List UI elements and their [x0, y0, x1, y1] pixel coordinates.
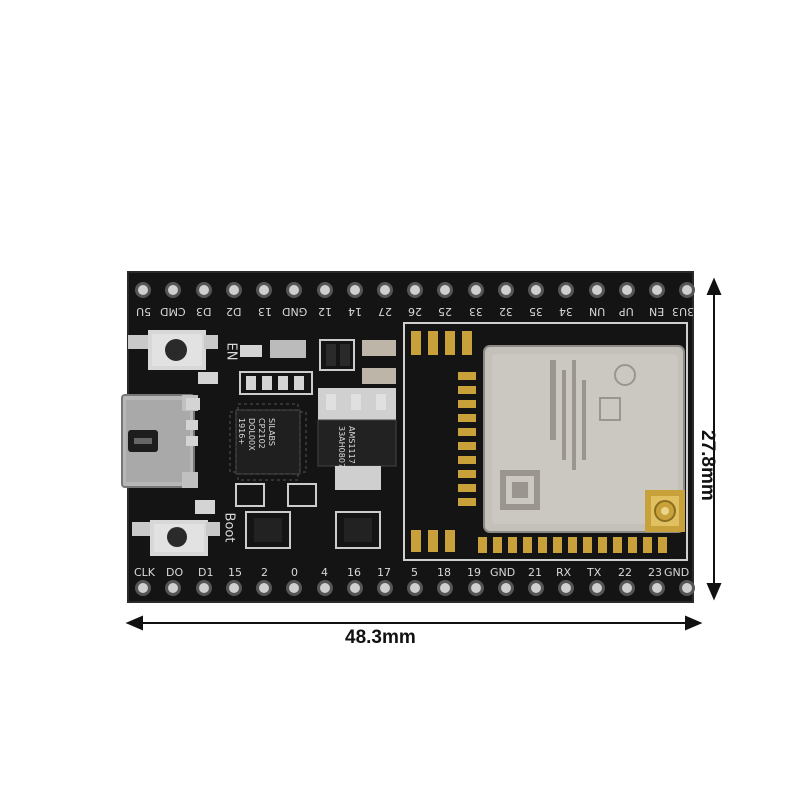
top-pin-label-32: 32	[499, 305, 513, 318]
top-pin-label-5u: 5U	[136, 305, 152, 318]
bottom-pin-label-gnd-1: GND	[490, 566, 516, 579]
top-pin-label-27: 27	[378, 305, 392, 318]
bottom-pin-label-do: DO	[166, 566, 184, 579]
cp2102-line-3: DOL00X	[247, 418, 256, 451]
bottom-pin-label-17: 17	[377, 566, 391, 579]
bottom-pin-label-gnd-2: GND	[664, 566, 690, 579]
shield-markings	[500, 360, 636, 510]
top-pin-label-33: 33	[469, 305, 483, 318]
width-label: 48.3mm	[345, 627, 416, 648]
cp2102-line-2: CP2102	[257, 418, 266, 449]
top-pin-label-25: 25	[438, 305, 452, 318]
top-pin-label-gnd: GND	[282, 305, 308, 318]
width-dimension-arrow	[125, 615, 703, 631]
top-pin-label-12: 12	[318, 305, 332, 318]
bottom-pin-header	[135, 580, 695, 596]
boot-label: Boot	[221, 512, 237, 543]
bottom-pin-label-2: 2	[261, 566, 268, 579]
smd-components	[186, 339, 396, 549]
top-pin-label-d2: D2	[226, 305, 242, 318]
usb-uart-chip	[229, 403, 307, 481]
top-pin-label-13: 13	[258, 305, 272, 318]
top-pin-label-35: 35	[529, 305, 543, 318]
height-label: 27.8mm	[697, 430, 718, 501]
bottom-pin-label-0: 0	[291, 566, 298, 579]
module-pads	[411, 331, 667, 553]
top-pin-label-cmd: CMD	[160, 305, 186, 318]
cp2102-line-1: SILABS	[267, 418, 276, 446]
ams1117-line-1: AMS1117	[347, 426, 356, 464]
bottom-pin-label-4: 4	[321, 566, 328, 579]
bottom-pin-label-rx: RX	[556, 566, 572, 579]
en-label: EN	[223, 342, 239, 361]
bottom-pin-label-21: 21	[528, 566, 542, 579]
top-pin-label-d3: D3	[196, 305, 212, 318]
top-pin-label-up: UP	[619, 305, 634, 318]
regulator-chip	[317, 388, 397, 490]
top-pin-label-3u3: 3U3	[672, 305, 695, 318]
top-pin-label-26: 26	[408, 305, 422, 318]
top-pin-label-en: EN	[649, 305, 665, 318]
module-outline	[403, 322, 688, 561]
bottom-pin-label-d1: D1	[198, 566, 214, 579]
bottom-pin-label-15: 15	[228, 566, 242, 579]
bottom-pin-label-22: 22	[618, 566, 632, 579]
boot-button	[132, 520, 220, 556]
bottom-pin-label-tx: TX	[587, 566, 602, 579]
bottom-pin-label-19: 19	[467, 566, 481, 579]
bottom-pin-label-16: 16	[347, 566, 361, 579]
top-pin-label-un: UN	[589, 305, 606, 318]
bottom-pin-label-5: 5	[411, 566, 418, 579]
height-dimension-arrow	[706, 277, 722, 601]
top-pin-label-34: 34	[559, 305, 573, 318]
ams1117-line-2: 33AH0807	[337, 426, 346, 469]
top-pin-label-14: 14	[348, 305, 362, 318]
bottom-pin-label-23: 23	[648, 566, 662, 579]
bottom-pin-label-clk: CLK	[134, 566, 156, 579]
bottom-pin-label-18: 18	[437, 566, 451, 579]
en-button	[128, 330, 218, 370]
top-pin-header	[135, 282, 695, 298]
cp2102-line-4: 1916+	[237, 418, 246, 446]
